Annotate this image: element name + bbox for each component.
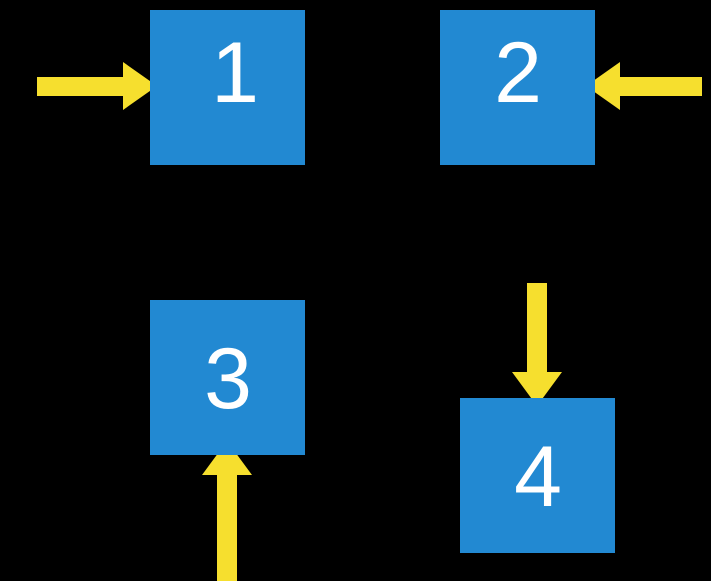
arrow-up-into-box-3-icon[interactable] xyxy=(202,441,252,581)
node-box-3-label: 3 xyxy=(204,331,252,427)
node-box-2[interactable] xyxy=(440,10,595,165)
node-box-1[interactable] xyxy=(150,10,305,165)
arrow-left-into-box-2-icon[interactable] xyxy=(586,62,702,110)
arrow-down-into-box-4-icon[interactable] xyxy=(512,283,562,406)
node-box-1-label: 1 xyxy=(211,25,259,121)
node-box-4[interactable] xyxy=(460,398,615,553)
arrow-right-into-box-1-icon[interactable] xyxy=(37,62,157,110)
node-box-4-label: 4 xyxy=(514,429,562,525)
node-box-2-label: 2 xyxy=(494,25,542,121)
node-box-3[interactable] xyxy=(150,300,305,455)
